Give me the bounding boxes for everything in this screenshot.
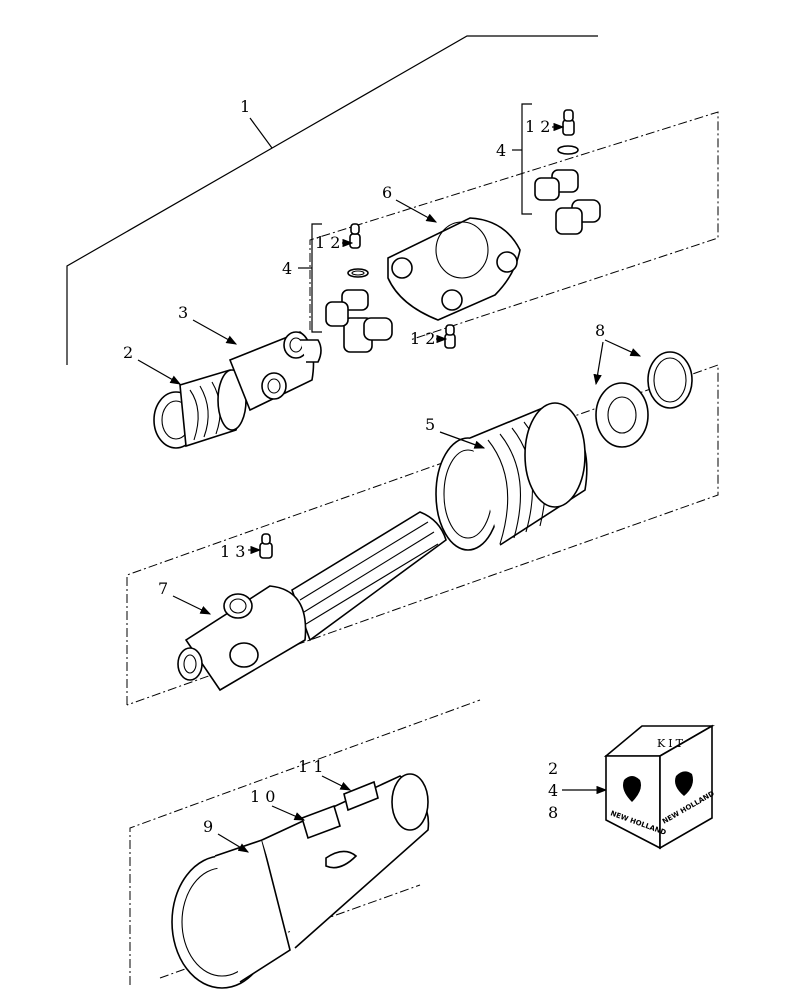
callout-12-middle: 1 2 [410, 329, 448, 348]
grease-fitting-upper-right [562, 109, 575, 136]
part-cone-bearing [153, 369, 247, 449]
callout-12-right: 1 2 [525, 117, 565, 136]
part-guard-tube [435, 402, 588, 551]
callout-label-4-left: 4 [282, 259, 292, 278]
callout-label-5: 5 [425, 415, 435, 434]
callout-12-left: 1 2 [315, 233, 354, 252]
callout-label-12-right: 1 2 [525, 117, 550, 136]
part-outer-guard-cone [171, 773, 430, 989]
callout-11: 1 1 [298, 757, 352, 791]
callout-label-8: 8 [595, 321, 605, 340]
callout-label-12-left: 1 2 [315, 233, 340, 252]
callout-label-3: 3 [178, 303, 188, 322]
callout-label-9: 9 [203, 817, 213, 836]
kit-item-2: 2 [548, 759, 558, 778]
kit-item-8: 8 [548, 803, 558, 822]
part-seal-ring [595, 382, 649, 448]
grease-fitting-middle [444, 324, 456, 349]
callout-label-11: 1 1 [298, 757, 323, 776]
callout-label-7: 7 [158, 579, 168, 598]
part-snap-ring [647, 351, 693, 409]
callout-9: 9 [203, 817, 250, 853]
callout-13: 1 3 [220, 542, 262, 561]
callout-label-4-right: 4 [496, 141, 506, 160]
callout-1: 1 [240, 97, 250, 116]
kit-box-label: KIT [657, 737, 686, 750]
callout-label-10: 1 0 [250, 787, 275, 806]
group-outline-middle [126, 364, 719, 706]
group-outline-upper [309, 111, 719, 341]
callout-6: 6 [382, 183, 438, 223]
kit-item-4: 4 [548, 781, 558, 800]
grease-fitting-shaft [259, 533, 273, 559]
part-cross-left [325, 268, 393, 353]
callout-label-6: 6 [382, 183, 392, 202]
callout-5: 5 [425, 415, 486, 449]
callout-label-13: 1 3 [220, 542, 245, 561]
part-flange-yoke [387, 217, 521, 321]
kit-box-icon: KIT NEW HOLLAND NEW HOLLAND [603, 724, 716, 850]
callout-7: 7 [158, 579, 212, 615]
callout-10: 1 0 [250, 787, 306, 821]
callout-2: 2 [123, 343, 182, 385]
callout-8: 8 [593, 321, 642, 386]
callout-label-1: 1 [240, 97, 250, 116]
callout-3: 3 [178, 303, 238, 345]
part-cross-right [534, 145, 601, 235]
callout-label-12-middle: 1 2 [410, 329, 435, 348]
assembly-bracket [66, 35, 598, 365]
callout-label-2: 2 [123, 343, 133, 362]
grease-fitting-upper-left [349, 223, 361, 249]
part-splined-shaft [177, 511, 447, 692]
kit-legend: 2 4 8 KIT NEW HOLLAND NEW HOLLAND [548, 724, 716, 850]
callout-4-right: 4 [496, 103, 532, 215]
part-yoke [228, 331, 322, 412]
callout-4-left: 4 [282, 223, 322, 333]
